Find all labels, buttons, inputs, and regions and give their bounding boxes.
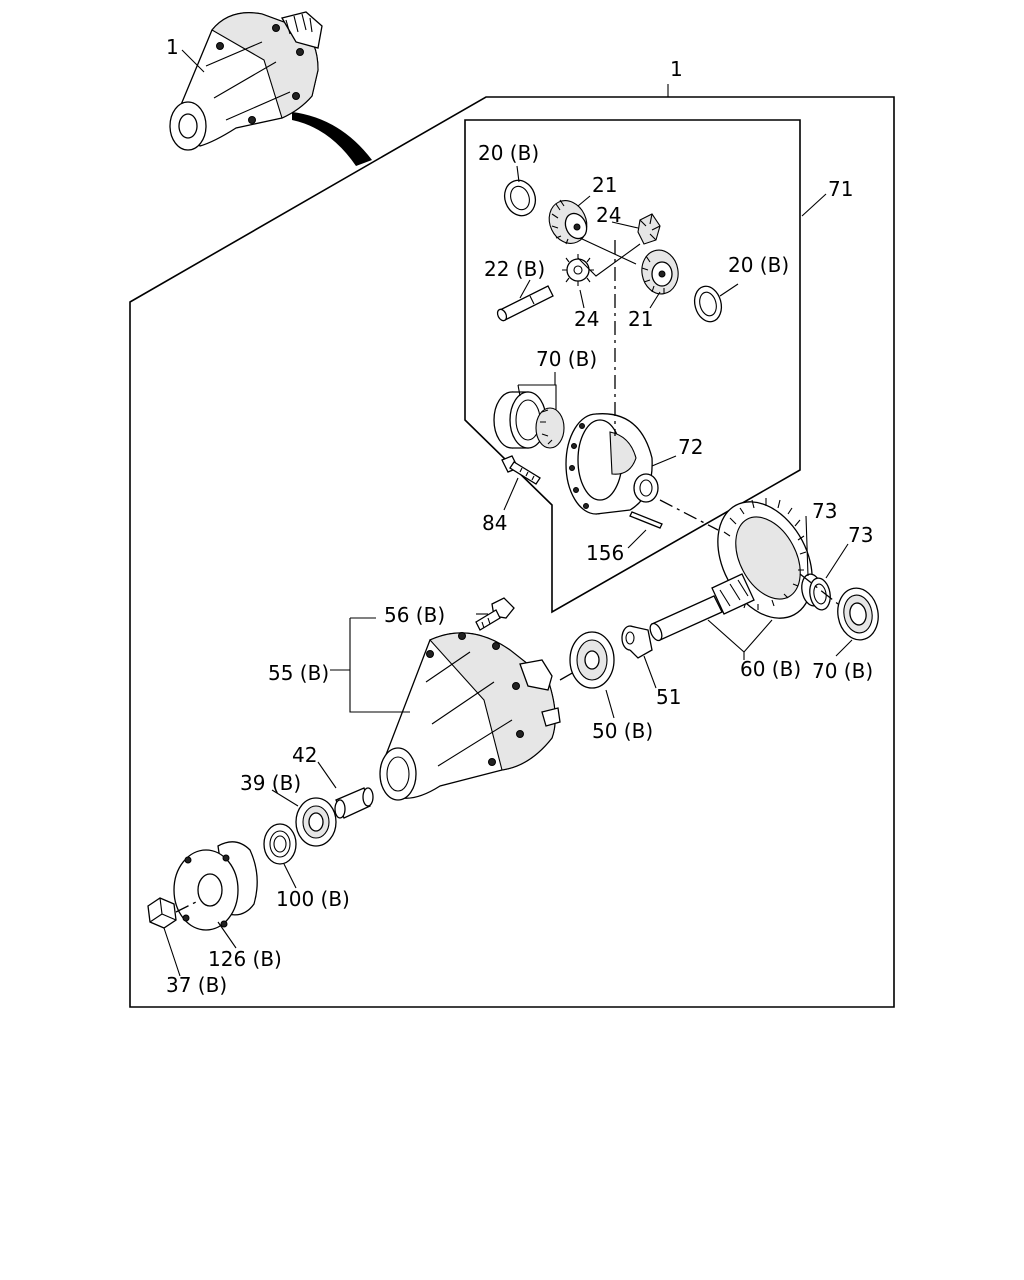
diff-subassembly-frame bbox=[464, 119, 801, 614]
case-bolt-part bbox=[501, 455, 541, 485]
oil-seal-part bbox=[263, 823, 297, 865]
label-carrier-bearing-right: 70 (B) bbox=[812, 659, 873, 683]
companion-flange-part bbox=[173, 841, 258, 931]
collapsible-spacer-part bbox=[621, 625, 653, 659]
callout-labels: 1 1 20 (B) 21 24 71 22 (B) 20 (B) 24 21 … bbox=[166, 35, 873, 997]
label-pinion-gear-lower: 24 bbox=[574, 307, 599, 331]
label-side-gear-lower: 21 bbox=[628, 307, 653, 331]
carrier-housing-part bbox=[379, 632, 561, 801]
lock-pin-part bbox=[629, 511, 663, 529]
thrust-washer-upper-part bbox=[503, 179, 537, 217]
label-companion-flange: 126 (B) bbox=[208, 947, 282, 971]
label-thrust-washer-upper: 20 (B) bbox=[478, 141, 539, 165]
label-cross-shaft: 22 (B) bbox=[484, 257, 545, 281]
label-housing-bolt: 56 (B) bbox=[384, 603, 445, 627]
side-gear-upper-part bbox=[548, 199, 588, 245]
spacer-part bbox=[334, 787, 374, 819]
label-front-bearing: 39 (B) bbox=[240, 771, 301, 795]
carrier-bearing-right-part bbox=[837, 587, 879, 641]
label-lock-pin: 156 bbox=[586, 541, 624, 565]
pinion-bearing-part bbox=[569, 631, 615, 689]
label-shim-b: 73 bbox=[848, 523, 873, 547]
label-thrust-washer-right: 20 (B) bbox=[728, 253, 789, 277]
label-pinion-gear-upper: 24 bbox=[596, 203, 621, 227]
pinion-gear-lower-part bbox=[562, 254, 594, 286]
carrier-bearing-upper-part bbox=[493, 391, 565, 449]
label-diff-case: 72 bbox=[678, 435, 703, 459]
label-carrier-bearing-upper: 70 (B) bbox=[536, 347, 597, 371]
assembly-thumbnail bbox=[169, 11, 372, 166]
drive-pinion-part bbox=[649, 573, 755, 642]
label-pinion-bearing: 50 (B) bbox=[592, 719, 653, 743]
label-pinion-nut: 37 (B) bbox=[166, 973, 227, 997]
label-assembly-top: 1 bbox=[166, 35, 179, 59]
thrust-washer-right-part bbox=[693, 285, 723, 323]
label-ring-pinion-set: 60 (B) bbox=[740, 657, 801, 681]
side-gear-lower-part bbox=[641, 249, 679, 295]
label-collapsible-spacer: 51 bbox=[656, 685, 681, 709]
label-carrier-housing: 55 (B) bbox=[268, 661, 329, 685]
assembly-axis-lines bbox=[175, 240, 839, 913]
leader-lines bbox=[163, 49, 853, 977]
label-shim-a: 73 bbox=[812, 499, 837, 523]
pinion-nut-part bbox=[147, 897, 177, 929]
housing-bolt-part bbox=[475, 597, 515, 631]
front-bearing-part bbox=[295, 797, 337, 847]
cross-shaft-part bbox=[496, 285, 554, 322]
label-spacer: 42 bbox=[292, 743, 317, 767]
assembly-frame bbox=[129, 96, 895, 1008]
label-diff-case-assembly: 71 bbox=[828, 177, 853, 201]
label-case-bolt: 84 bbox=[482, 511, 507, 535]
label-oil-seal: 100 (B) bbox=[276, 887, 350, 911]
label-side-gear-upper: 21 bbox=[592, 173, 617, 197]
label-assembly-main: 1 bbox=[670, 57, 683, 81]
diff-case-part bbox=[565, 413, 659, 515]
pinion-gear-upper-part bbox=[637, 213, 661, 245]
